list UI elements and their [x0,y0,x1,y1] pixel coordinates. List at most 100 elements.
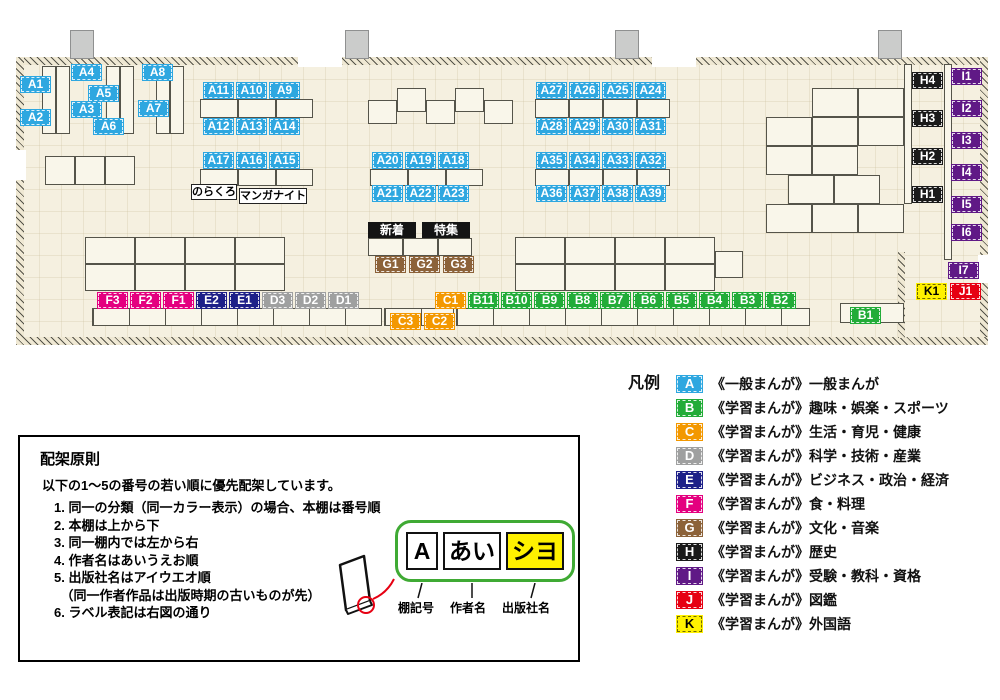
bookshelf [535,169,569,186]
caption-author: 作者名 [450,601,487,615]
bookshelf [235,237,285,264]
shelf-label-g2: G2 [409,256,440,273]
shelf-label-b9: B9 [534,292,565,309]
shelf-label-c1: C1 [435,292,466,309]
shelf-label-b2: B2 [765,292,796,309]
bookshelf [535,99,569,118]
shelf-label-a19: A19 [405,152,436,169]
legend-label: 《学習まんが》受験・教科・資格 [711,568,922,584]
shelf-label-a34: A34 [569,152,600,169]
bookshelf [105,156,135,185]
bookshelf [45,156,75,185]
legend-color-box: C [676,423,704,441]
shelf-label-a5: A5 [88,85,119,102]
shelf-label-a14: A14 [269,118,300,135]
shelf-label-a10: A10 [236,82,267,99]
pillar [345,30,369,59]
shelf-label-a18: A18 [438,152,469,169]
bookshelf-row [92,308,382,326]
label-shelf-code: A [406,532,438,570]
shelf-label-d2: D2 [295,292,326,309]
legend-color-box: F [676,495,704,513]
legend-row-a: A《一般まんが》一般まんが [676,372,949,396]
bookshelf [368,100,397,124]
label-example: A あい シヨ [395,520,575,582]
bookshelf [812,204,858,233]
shelf-label-a9: A9 [269,82,300,99]
shelf-label-a13: A13 [236,118,267,135]
sign-label: 新着 [368,222,416,238]
shelf-label-a24: A24 [635,82,666,99]
legend-label: 《学習まんが》食・料理 [711,496,866,512]
bookshelf [637,169,670,186]
bookshelf [812,117,858,146]
legend-row-i: I 《学習まんが》受験・教科・資格 [676,564,949,588]
bookshelf [665,237,715,264]
shelf-label-a31: A31 [635,118,666,135]
bookshelf [766,117,812,146]
legend-label: 《学習まんが》歴史 [711,544,838,560]
pillar [878,30,902,59]
shelf-label-a4: A4 [71,64,102,81]
shelf-label-h1: H1 [912,186,943,203]
door-opening [652,55,696,67]
bookshelf [85,237,135,264]
bookshelf [834,175,880,204]
shelf-label-i1: I1 [951,68,982,85]
principle-item: （同一作者作品は出版時期の古いものが先） [54,587,321,603]
shelf-label-a38: A38 [602,185,633,202]
bookshelf [238,99,276,118]
bookshelf [766,146,812,175]
principle-item: 3. 同一棚内では左から右 [54,535,199,550]
bookshelf [858,204,904,233]
door-opening [978,255,990,283]
bookshelf [812,88,858,117]
bookshelf [766,204,812,233]
shelf-label-a35: A35 [536,152,567,169]
principle-item: 5. 出版社名はアイウエオ順 [54,570,211,585]
bookshelf [200,99,238,118]
shelf-label-a36: A36 [536,185,567,202]
leader-lines [417,583,536,599]
shelf-label-b10: B10 [501,292,532,309]
shelf-label-i3: I3 [951,132,982,149]
legend-color-box: I [676,567,704,585]
legend-color-box: H [676,543,704,561]
shelf-label-b1: B1 [850,307,881,324]
legend-row-h: H 《学習まんが》歴史 [676,540,949,564]
shelf-label-a32: A32 [635,152,666,169]
principle-item: 2. 本棚は上から下 [54,517,160,533]
legend-row-e: E《学習まんが》ビジネス・政治・経済 [676,468,949,492]
shelf-label-h3: H3 [912,110,943,127]
shelf-label-a1: A1 [20,76,51,93]
bookshelf [858,88,904,117]
bookshelf [565,264,615,291]
shelf-label-a39: A39 [635,185,666,202]
bookshelf [276,99,313,118]
shelf-label-a3: A3 [71,101,102,118]
legend-color-box: A [676,375,704,393]
legend-row-g: G《学習まんが》文化・音楽 [676,516,949,540]
bookshelf [120,66,134,134]
shelf-label-a29: A29 [569,118,600,135]
shelf-label-a23: A23 [438,185,469,202]
bookshelf [85,264,135,291]
pillar [70,30,94,59]
shelf-label-a12: A12 [203,118,234,135]
bookshelf [408,169,446,186]
bookshelf [397,88,426,112]
shelf-label-a15: A15 [269,152,300,169]
shelf-label-e2: E2 [196,292,227,309]
shelf-label-i4: I4 [951,164,982,181]
shelf-label-i2: I2 [951,100,982,117]
legend-label: 《学習まんが》ビジネス・政治・経済 [711,472,950,488]
shelf-label-i7: I7 [948,262,979,279]
shelf-label-d1: D1 [328,292,359,309]
shelf-label-a28: A28 [536,118,567,135]
bookshelf [615,237,665,264]
bookshelf [515,264,565,291]
legend-color-box: G [676,519,704,537]
